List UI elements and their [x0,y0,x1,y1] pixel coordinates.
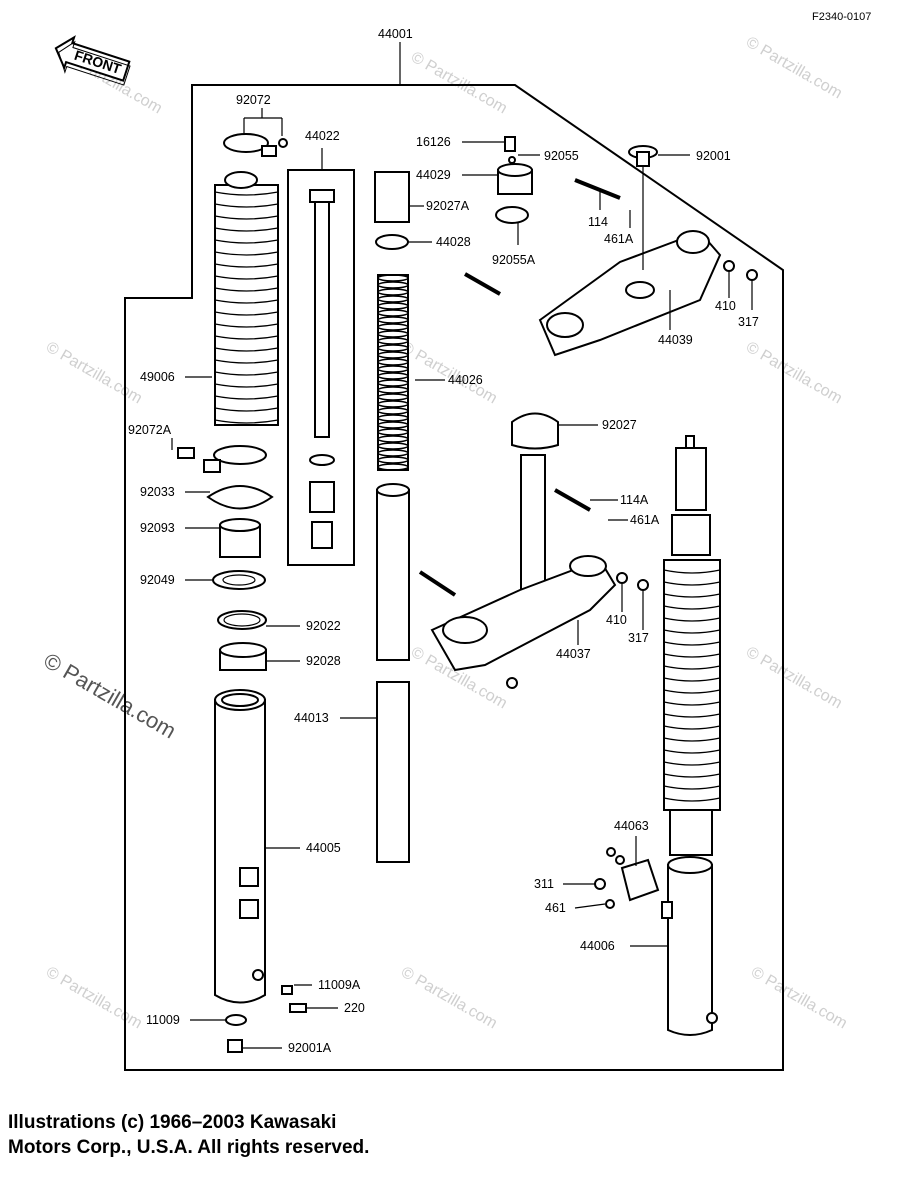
part-labels: 92072 44022 16126 92055 92001 44029 9202… [128,93,759,1055]
label-461A-top: 461A [604,232,634,246]
label-11009: 11009 [146,1013,180,1027]
label-92093: 92093 [140,521,175,535]
label-92033: 92033 [140,485,175,499]
diagram-id: F2340-0107 [812,11,871,23]
label-44037: 44037 [556,647,591,661]
leader-lines [171,108,753,1049]
right-fork-parts [594,435,721,1036]
label-461: 461 [545,901,566,915]
label-92055: 92055 [544,149,579,163]
label-114: 114 [588,215,608,229]
watermark-large: © Partzilla.com [40,648,181,744]
label-44029: 44029 [416,168,451,182]
label-44039: 44039 [658,333,693,347]
label-44026: 44026 [448,373,483,387]
watermark: © Partzilla.com [408,49,510,118]
left-fork-parts [177,133,307,1053]
watermark: © Partzilla.com [748,964,850,1033]
label-410-top: 410 [715,299,736,313]
label-220: 220 [344,1001,365,1015]
label-44022: 44022 [305,129,340,143]
label-44013: 44013 [294,711,329,725]
label-44006: 44006 [580,939,615,953]
label-92028: 92028 [306,654,341,668]
watermark: © Partzilla.com [743,339,845,408]
label-461A-mid: 461A [630,513,660,527]
stem-parts [418,412,649,689]
label-92001A: 92001A [288,1041,332,1055]
watermark: © Partzilla.com [43,964,145,1033]
label-11009A: 11009A [318,978,361,992]
watermark: © Partzilla.com [743,34,845,103]
copyright-line-2: Motors Corp., U.S.A. All rights reserved… [8,1137,370,1158]
label-49006: 49006 [140,370,175,384]
label-92072A: 92072A [128,423,172,437]
damper-kit [287,148,355,566]
label-92027: 92027 [602,418,637,432]
label-44028: 44028 [436,235,471,249]
watermark: © Partzilla.com [43,339,145,408]
label-317-top: 317 [738,315,759,329]
label-92001: 92001 [696,149,731,163]
label-44063: 44063 [614,819,649,833]
label-317-mid: 317 [628,631,649,645]
spring-tube-parts [374,171,410,863]
label-311: 311 [534,877,554,891]
label-92022: 92022 [306,619,341,633]
label-16126: 16126 [416,135,451,149]
label-44005: 44005 [306,841,341,855]
label-92072: 92072 [236,93,271,107]
label-92049: 92049 [140,573,175,587]
copyright-notice: Illustrations (c) 1966–2003 Kawasaki Mot… [8,1110,369,1160]
fork-cap-parts [464,136,658,296]
label-92027A: 92027A [426,199,470,213]
assembly-frame [124,84,784,1071]
watermark: © Partzilla.com [398,964,500,1033]
label-114A: 114A [620,493,649,507]
label-44001: 44001 [378,27,413,41]
watermark: © Partzilla.com [743,644,845,713]
label-92055A: 92055A [492,253,536,267]
label-410-mid: 410 [606,613,627,627]
copyright-line-1: Illustrations (c) 1966–2003 Kawasaki [8,1112,337,1133]
